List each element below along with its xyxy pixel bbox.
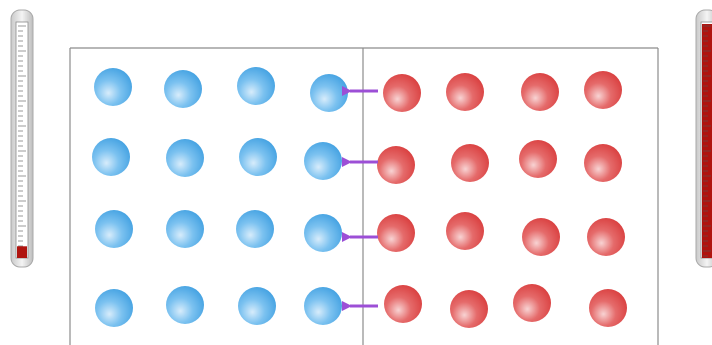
right-chamber-particles — [377, 71, 627, 328]
hot-particle — [446, 212, 484, 250]
hot-particle — [521, 73, 559, 111]
cold-particle — [304, 287, 342, 325]
hot-particle — [450, 290, 488, 328]
hot-particle — [451, 144, 489, 182]
left-thermometer — [10, 9, 34, 268]
cold-particle — [238, 287, 276, 325]
hot-particle — [377, 146, 415, 184]
cold-particle — [237, 67, 275, 105]
hot-particle — [522, 218, 560, 256]
cold-particle — [310, 74, 348, 112]
hot-particle — [587, 218, 625, 256]
cold-particle — [239, 138, 277, 176]
cold-particle — [164, 70, 202, 108]
heat-flow-arrows — [342, 86, 378, 311]
right-thermometer — [695, 9, 712, 268]
left-thermometer-scale — [18, 25, 26, 257]
cold-particle — [166, 210, 204, 248]
cold-particle — [95, 210, 133, 248]
cold-particle — [304, 214, 342, 252]
cold-particle — [166, 286, 204, 324]
hot-particle — [383, 74, 421, 112]
cold-particle — [304, 142, 342, 180]
cold-particle — [236, 210, 274, 248]
cold-particle — [94, 68, 132, 106]
hot-particle — [519, 140, 557, 178]
hot-particle — [446, 73, 484, 111]
hot-particle — [513, 284, 551, 322]
cold-particle — [95, 289, 133, 327]
hot-particle — [584, 144, 622, 182]
hot-particle — [377, 214, 415, 252]
hot-particle — [584, 71, 622, 109]
cold-particle — [92, 138, 130, 176]
left-thermometer-fill — [17, 246, 27, 258]
right-thermometer-scale — [703, 25, 711, 257]
container-box — [69, 47, 659, 345]
left-chamber-particles — [92, 67, 348, 327]
hot-particle — [384, 285, 422, 323]
cold-particle — [166, 139, 204, 177]
hot-particle — [589, 289, 627, 327]
